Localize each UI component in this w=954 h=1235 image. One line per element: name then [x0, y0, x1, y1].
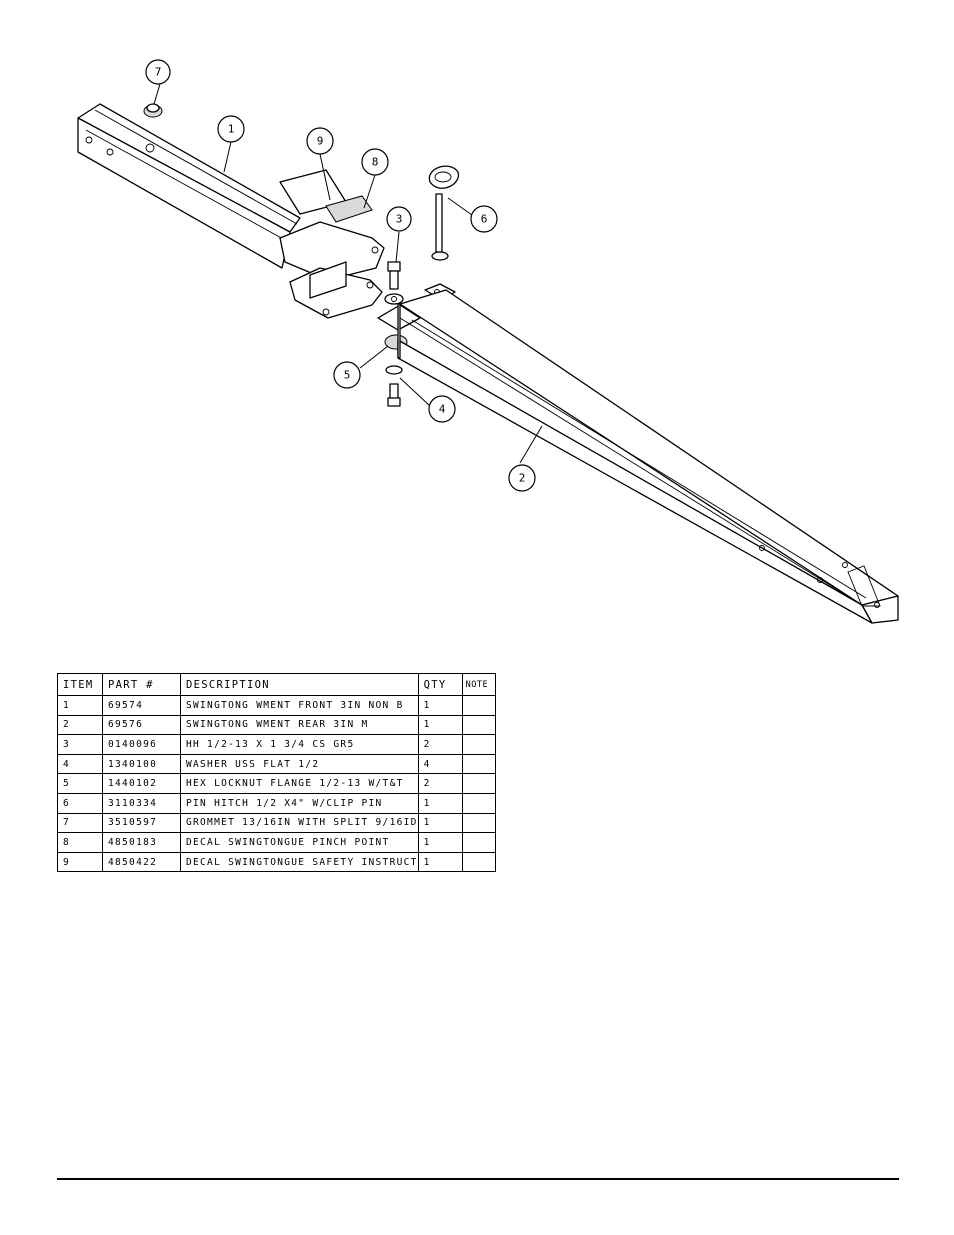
cell-qty: 4: [417, 753, 463, 775]
cell-qty: 2: [417, 773, 463, 794]
table-row: 5 1440102 HEX LOCKNUT FLANGE 1/2-13 W/T&…: [57, 773, 496, 794]
svg-text:5: 5: [344, 369, 351, 382]
cell-description: HH 1/2-13 X 1 3/4 CS GR5: [180, 734, 419, 755]
cell-note: [461, 695, 496, 716]
table-row: 9 4850422 DECAL SWINGTONGUE SAFETY INSTR…: [57, 851, 496, 873]
header-item: ITEM: [57, 673, 103, 696]
rear-tongue-weldment: [377, 283, 899, 624]
table-row: 4 1340100 WASHER USS FLAT 1/2 4: [57, 753, 496, 775]
table-row: 6 3110334 PIN HITCH 1/2 X4" W/CLIP PIN 1: [57, 792, 496, 814]
pin-hitch: [428, 165, 460, 261]
hardware-stack: [384, 261, 408, 407]
table-row: 3 0140096 HH 1/2-13 X 1 3/4 CS GR5 2: [57, 734, 496, 755]
balloon-8: 8: [361, 148, 389, 176]
table-row: 1 69574 SWINGTONG WMENT FRONT 3IN NON B …: [57, 695, 496, 716]
footer-rule: [57, 1178, 899, 1180]
cell-note: [461, 792, 496, 814]
balloon-9: 9: [306, 127, 334, 155]
cell-part: 1340100: [102, 753, 181, 775]
decals: [279, 169, 373, 223]
balloon-2: 2: [508, 464, 536, 492]
cell-qty: 1: [417, 851, 463, 873]
cell-note: [461, 773, 496, 794]
svg-text:3: 3: [396, 213, 403, 226]
svg-text:1: 1: [228, 123, 235, 136]
cell-description: WASHER USS FLAT 1/2: [180, 753, 419, 775]
cell-description: DECAL SWINGTONGUE PINCH POINT: [180, 832, 419, 853]
cell-note: [461, 832, 496, 853]
front-tongue-weldment: [77, 103, 385, 319]
cell-item: 8: [57, 832, 103, 853]
bill-of-materials-table: ITEM PART # DESCRIPTION QTY NOTE 1 69574…: [57, 673, 496, 873]
cell-part: 4850183: [102, 832, 181, 853]
exploded-assembly-drawing: 7 1 9 8 3 6 5 4 2: [77, 59, 899, 624]
cell-item: 7: [57, 812, 103, 834]
grommet: [143, 103, 163, 118]
balloon-3: 3: [386, 206, 412, 232]
cell-note: [461, 851, 496, 873]
svg-text:4: 4: [439, 403, 446, 416]
header-note: NOTE: [461, 673, 496, 696]
balloon-5: 5: [333, 361, 361, 389]
cell-description: HEX LOCKNUT FLANGE 1/2-13 W/T&T: [180, 773, 419, 794]
cell-part: 1440102: [102, 773, 181, 794]
balloon-7: 7: [145, 59, 171, 85]
cell-qty: 1: [417, 812, 463, 834]
cell-qty: 1: [417, 695, 463, 716]
cell-note: [461, 734, 496, 755]
cell-part: 0140096: [102, 734, 181, 755]
svg-text:6: 6: [481, 213, 488, 226]
cell-item: 9: [57, 851, 103, 873]
svg-text:2: 2: [519, 472, 526, 485]
cell-note: [461, 812, 496, 834]
svg-text:8: 8: [372, 156, 379, 169]
cell-description: GROMMET 13/16IN WITH SPLIT 9/16ID: [180, 812, 419, 834]
cell-item: 4: [57, 753, 103, 775]
cell-description: SWINGTONG WMENT REAR 3IN M: [180, 714, 419, 736]
header-description: DESCRIPTION: [180, 673, 419, 696]
cell-item: 6: [57, 792, 103, 814]
cell-item: 5: [57, 773, 103, 794]
cell-item: 1: [57, 695, 103, 716]
header-qty: QTY: [417, 673, 463, 696]
cell-part: 3510597: [102, 812, 181, 834]
svg-text:9: 9: [317, 135, 324, 148]
balloon-1: 1: [217, 115, 245, 143]
cell-description: DECAL SWINGTONGUE SAFETY INSTRUCT: [180, 851, 419, 873]
balloon-6: 6: [470, 205, 498, 233]
leader-lines: [153, 83, 543, 464]
cell-item: 2: [57, 714, 103, 736]
cell-qty: 2: [417, 734, 463, 755]
balloon-4: 4: [428, 395, 456, 423]
table-row: 2 69576 SWINGTONG WMENT REAR 3IN M 1: [57, 714, 496, 736]
cell-qty: 1: [417, 792, 463, 814]
header-part: PART #: [102, 673, 181, 696]
cell-description: PIN HITCH 1/2 X4" W/CLIP PIN: [180, 792, 419, 814]
table-row: 7 3510597 GROMMET 13/16IN WITH SPLIT 9/1…: [57, 812, 496, 834]
table-row: 8 4850183 DECAL SWINGTONGUE PINCH POINT …: [57, 832, 496, 853]
cell-part: 69574: [102, 695, 181, 716]
cell-item: 3: [57, 734, 103, 755]
cell-qty: 1: [417, 832, 463, 853]
table-header-row: ITEM PART # DESCRIPTION QTY NOTE: [57, 673, 496, 696]
cell-note: [461, 753, 496, 775]
cell-part: 3110334: [102, 792, 181, 814]
svg-text:7: 7: [155, 66, 162, 79]
cell-description: SWINGTONG WMENT FRONT 3IN NON B: [180, 695, 419, 716]
cell-qty: 1: [417, 714, 463, 736]
cell-part: 4850422: [102, 851, 181, 873]
cell-part: 69576: [102, 714, 181, 736]
cell-note: [461, 714, 496, 736]
